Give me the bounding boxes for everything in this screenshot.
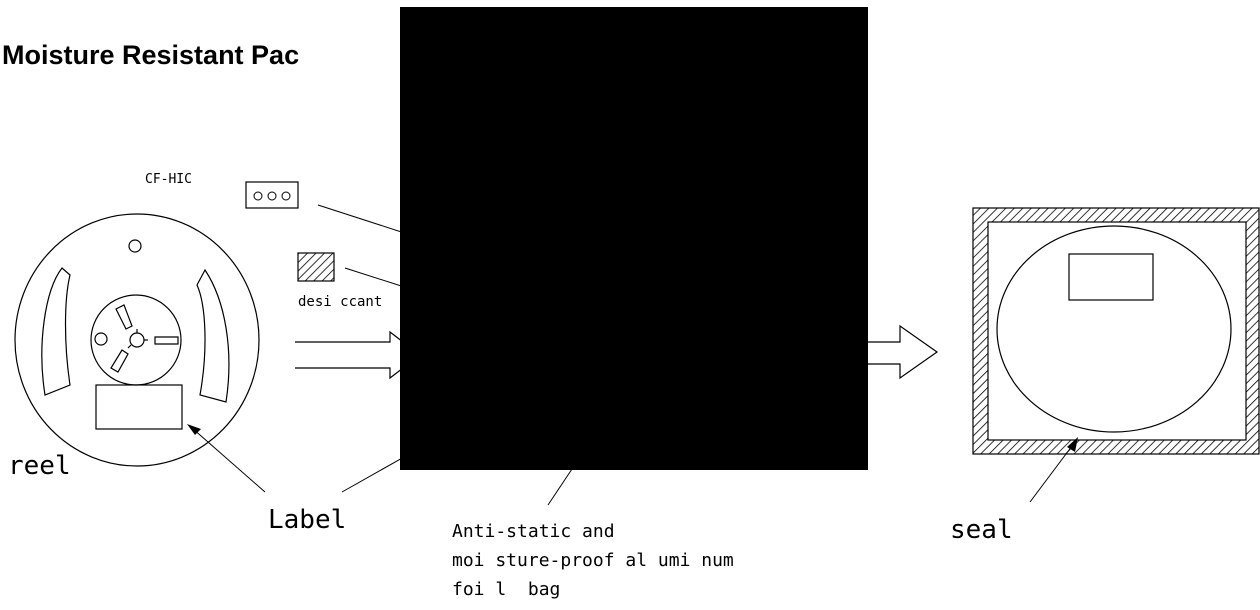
- cf-hic-dot-1: [253, 191, 263, 201]
- seal-leader-arrowhead: [1067, 437, 1078, 452]
- cf-hic-dot-3: [281, 191, 291, 201]
- bag-label-line-1: Anti-static and: [452, 521, 615, 542]
- sealed-bag-inner: [987, 221, 1247, 441]
- bag-label-line-2: moi sture-proof al umi num: [452, 550, 734, 571]
- desiccant-pack: [297, 252, 335, 282]
- reel-label-rect: [95, 384, 183, 430]
- seal-leader-line: [1029, 441, 1076, 503]
- reel-window-right: [196, 268, 230, 403]
- redaction-block: [400, 7, 868, 470]
- reel-label: reel: [8, 451, 71, 481]
- reel-outer-rim: [14, 213, 260, 467]
- label-leader-line-reel: [191, 427, 266, 493]
- reel-hub-slot-right: [154, 336, 179, 345]
- reel-hub-slot-top: [115, 304, 133, 330]
- reel-hub-slot-bottom: [110, 349, 129, 373]
- cf-hic-label: CF-HIC: [145, 172, 192, 187]
- reel-spindle: [129, 332, 145, 348]
- bag-label-line-3: foi l bag: [452, 579, 561, 600]
- label-callout: Label: [268, 505, 347, 535]
- sealed-reel: [996, 225, 1232, 433]
- reel-spindle-notch-3: [127, 344, 132, 349]
- reel-top-hole: [128, 239, 142, 253]
- bag-label: Anti-static and moi sture-proof al umi n…: [452, 517, 772, 604]
- cf-hic-dot-2: [267, 191, 277, 201]
- reel-hub-small-hole: [94, 332, 108, 346]
- reel-hub: [90, 294, 182, 386]
- reel: [14, 213, 260, 467]
- cf-hic-card: [245, 181, 299, 209]
- desiccant-label: desi ccant: [298, 294, 383, 310]
- arrow-bag-to-seal: [860, 324, 939, 380]
- sealed-reel-label: [1068, 253, 1154, 301]
- label-leader-arrowhead: [187, 424, 201, 435]
- seal-label: seal: [950, 515, 1013, 545]
- reel-window-left: [41, 267, 71, 396]
- page-title: Moisture Resistant Pac: [2, 40, 300, 70]
- sealed-bag: [972, 207, 1260, 455]
